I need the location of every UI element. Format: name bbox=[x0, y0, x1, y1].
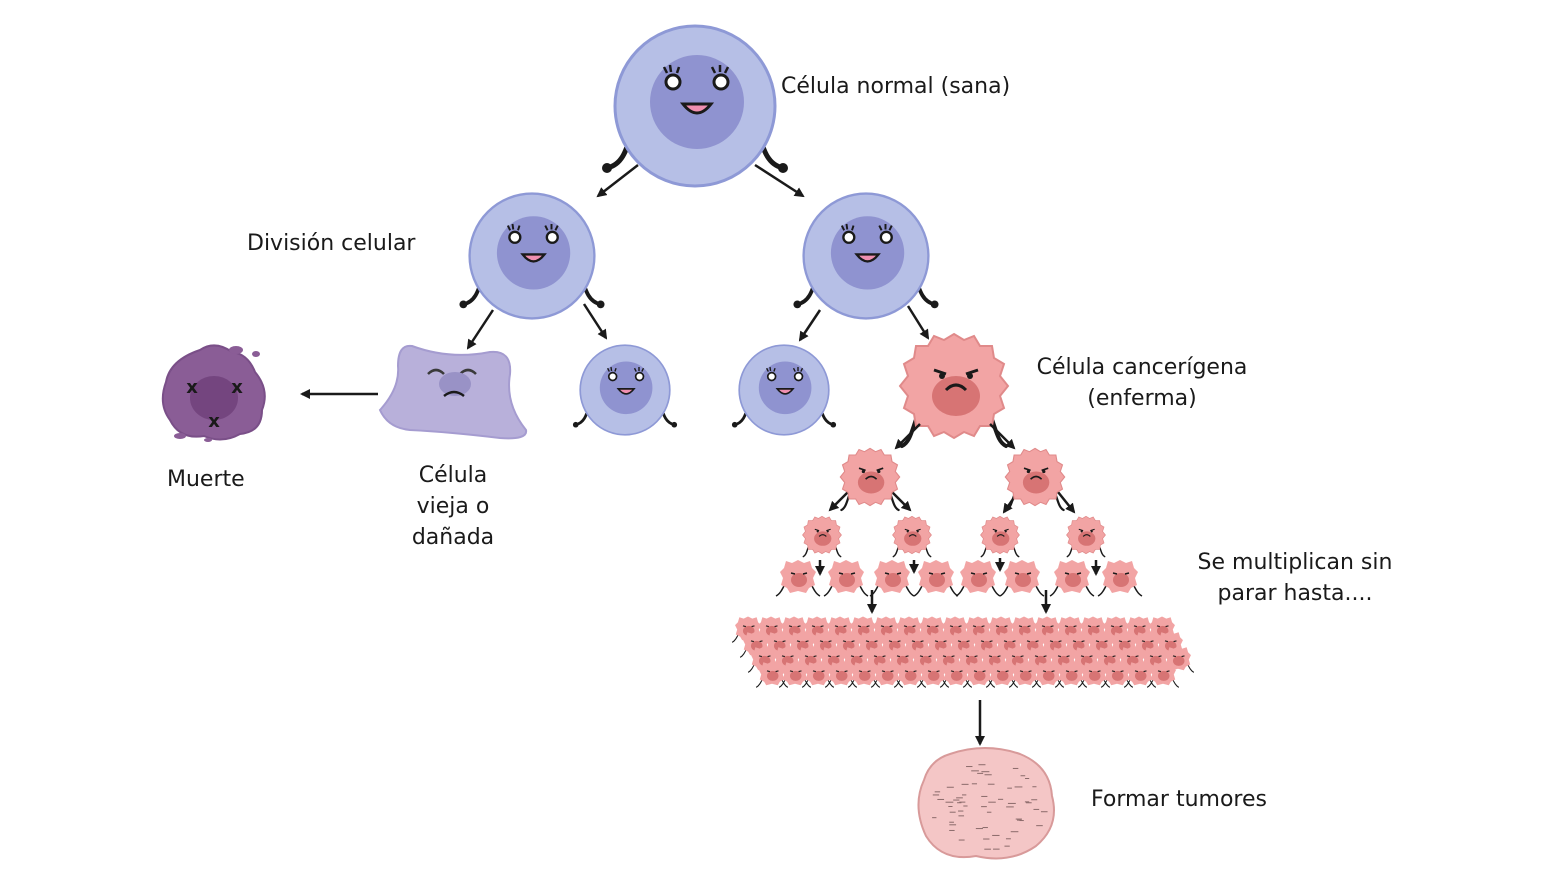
label-old-damaged-cell: Célula vieja o dañada bbox=[393, 460, 513, 553]
tumor bbox=[917, 747, 1055, 860]
label-cancer-line2: (enferma) bbox=[1087, 386, 1197, 411]
cancer-cell-gen3-3 bbox=[979, 515, 1021, 558]
normal-cell bbox=[602, 26, 788, 186]
tumor-texture bbox=[932, 764, 1048, 850]
cancer-cell-gen2-2 bbox=[1004, 447, 1066, 512]
old-damaged-cell bbox=[378, 344, 528, 440]
cancer-cells-gen4 bbox=[775, 559, 1143, 597]
label-old-cell-line2: vieja o bbox=[416, 494, 490, 519]
label-normal-cell: Célula normal (sana) bbox=[781, 74, 1011, 99]
cancer-cell-mass bbox=[731, 615, 1195, 688]
divided-cell-left bbox=[457, 191, 607, 321]
label-multiply-line1: Se multiplican sin bbox=[1197, 550, 1393, 575]
cancer-cell-gen2-1 bbox=[839, 447, 901, 512]
division-arrows bbox=[300, 163, 1101, 746]
healthy-cell-small-1 bbox=[571, 343, 679, 437]
label-cancer-line1: Célula cancerígena bbox=[1036, 355, 1248, 380]
cancer-cell-gen3-1 bbox=[801, 515, 843, 558]
healthy-cell-small-2 bbox=[730, 343, 838, 437]
divided-cell-right bbox=[791, 191, 941, 321]
svg-text:x: x bbox=[208, 411, 220, 432]
label-old-cell-line1: Célula bbox=[418, 463, 488, 488]
dead-cell: x x x bbox=[161, 344, 266, 442]
label-multiply-line2: parar hasta.... bbox=[1217, 581, 1373, 606]
cancer-cell-gen3-2 bbox=[891, 515, 933, 558]
svg-text:x: x bbox=[186, 377, 198, 398]
svg-text:x: x bbox=[231, 377, 243, 398]
cancer-cell-gen3-4 bbox=[1065, 515, 1107, 558]
label-tumor: Formar tumores bbox=[1091, 787, 1267, 812]
label-multiply: Se multiplican sin parar hasta.... bbox=[1180, 547, 1410, 609]
label-death: Muerte bbox=[167, 467, 245, 492]
label-cancer-cell: Célula cancerígena (enferma) bbox=[1022, 352, 1262, 414]
label-cell-division: División celular bbox=[247, 231, 416, 256]
label-old-cell-line3: dañada bbox=[411, 525, 495, 550]
